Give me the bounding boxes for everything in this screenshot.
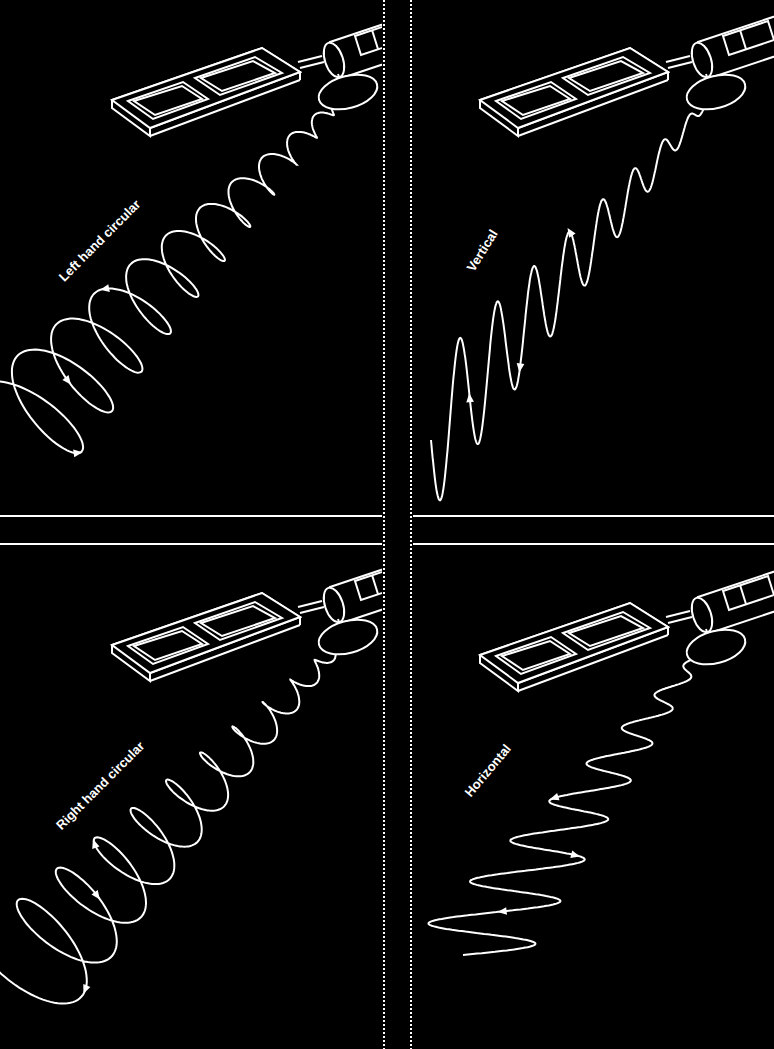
solar-panel-edge: [112, 48, 300, 136]
solar-cell-inner: [569, 616, 643, 646]
drawing-part: [740, 585, 746, 604]
solar-cell: [128, 627, 208, 664]
drawing-part: [299, 617, 301, 625]
polarization-panel: [0, 12, 382, 457]
drawing-part: [740, 30, 746, 49]
solar-cell: [195, 602, 282, 640]
direction-arrowhead: [100, 284, 110, 292]
solar-cell: [563, 57, 650, 95]
direction-arrowhead: [92, 839, 99, 849]
boom: [668, 617, 692, 623]
polarization-panel: [431, 12, 774, 500]
boom: [300, 607, 324, 613]
drawing-part: [299, 72, 301, 80]
dish-antenna: [315, 614, 381, 660]
body-panel: [355, 21, 382, 55]
polarization-label: Vertical: [462, 225, 501, 276]
polarization-label: Left hand circular: [55, 195, 146, 286]
drawing-part: [372, 575, 378, 594]
solar-cell: [563, 612, 650, 650]
dish-antenna: [683, 624, 749, 670]
satellite: [480, 12, 774, 136]
body-ring: [688, 595, 716, 635]
solar-cell: [496, 82, 576, 119]
direction-arrowhead: [83, 984, 90, 994]
solar-cell-inner: [201, 606, 275, 636]
boom: [666, 56, 690, 62]
boom: [298, 56, 322, 62]
body-ring: [688, 40, 716, 80]
circular-wave: [0, 101, 334, 454]
drawing-part: [667, 72, 669, 80]
body-ring: [320, 40, 348, 80]
direction-arrowhead: [92, 890, 100, 900]
drawing-part: [667, 627, 669, 635]
direction-arrowhead: [568, 228, 576, 238]
solar-panel-edge: [480, 48, 668, 136]
dish-antenna: [315, 69, 381, 115]
solar-cell-inner: [134, 86, 202, 115]
polarization-label: Horizontal: [461, 739, 516, 800]
circular-wave: [0, 646, 336, 1004]
direction-arrowhead: [73, 450, 83, 458]
dish-antenna: [683, 69, 749, 115]
direction-arrowhead: [466, 393, 474, 402]
solar-cell-inner: [502, 86, 570, 115]
boom: [300, 62, 324, 68]
satellite: [112, 12, 382, 136]
boom: [668, 62, 692, 68]
satellite: [480, 567, 774, 691]
solar-cell: [496, 637, 576, 674]
solar-cell-inner: [569, 61, 643, 91]
solar-cell-inner: [134, 631, 202, 660]
body-panel: [723, 576, 774, 610]
solar-panel-edge: [480, 603, 668, 691]
vertical-wave: [431, 104, 705, 500]
direction-arrowhead: [517, 363, 525, 372]
polarization-panel: [0, 557, 382, 1004]
horizontal-wave: [429, 647, 707, 955]
boom: [298, 601, 322, 607]
direction-arrowhead: [498, 907, 507, 915]
solar-cell: [128, 82, 208, 119]
direction-arrowhead: [62, 375, 71, 385]
solar-cell-inner: [502, 641, 570, 670]
body-ring: [320, 585, 348, 625]
solar-panel-edge: [112, 593, 300, 681]
direction-arrowhead: [570, 850, 580, 858]
body-panel: [723, 21, 774, 55]
polarization-panel: [429, 567, 774, 955]
drawing-part: [372, 30, 378, 49]
solar-cell: [195, 57, 282, 95]
solar-cell-inner: [201, 61, 275, 91]
direction-arrowhead: [550, 793, 560, 800]
body-panel: [355, 566, 382, 600]
boom: [666, 611, 690, 617]
satellite: [112, 557, 382, 681]
